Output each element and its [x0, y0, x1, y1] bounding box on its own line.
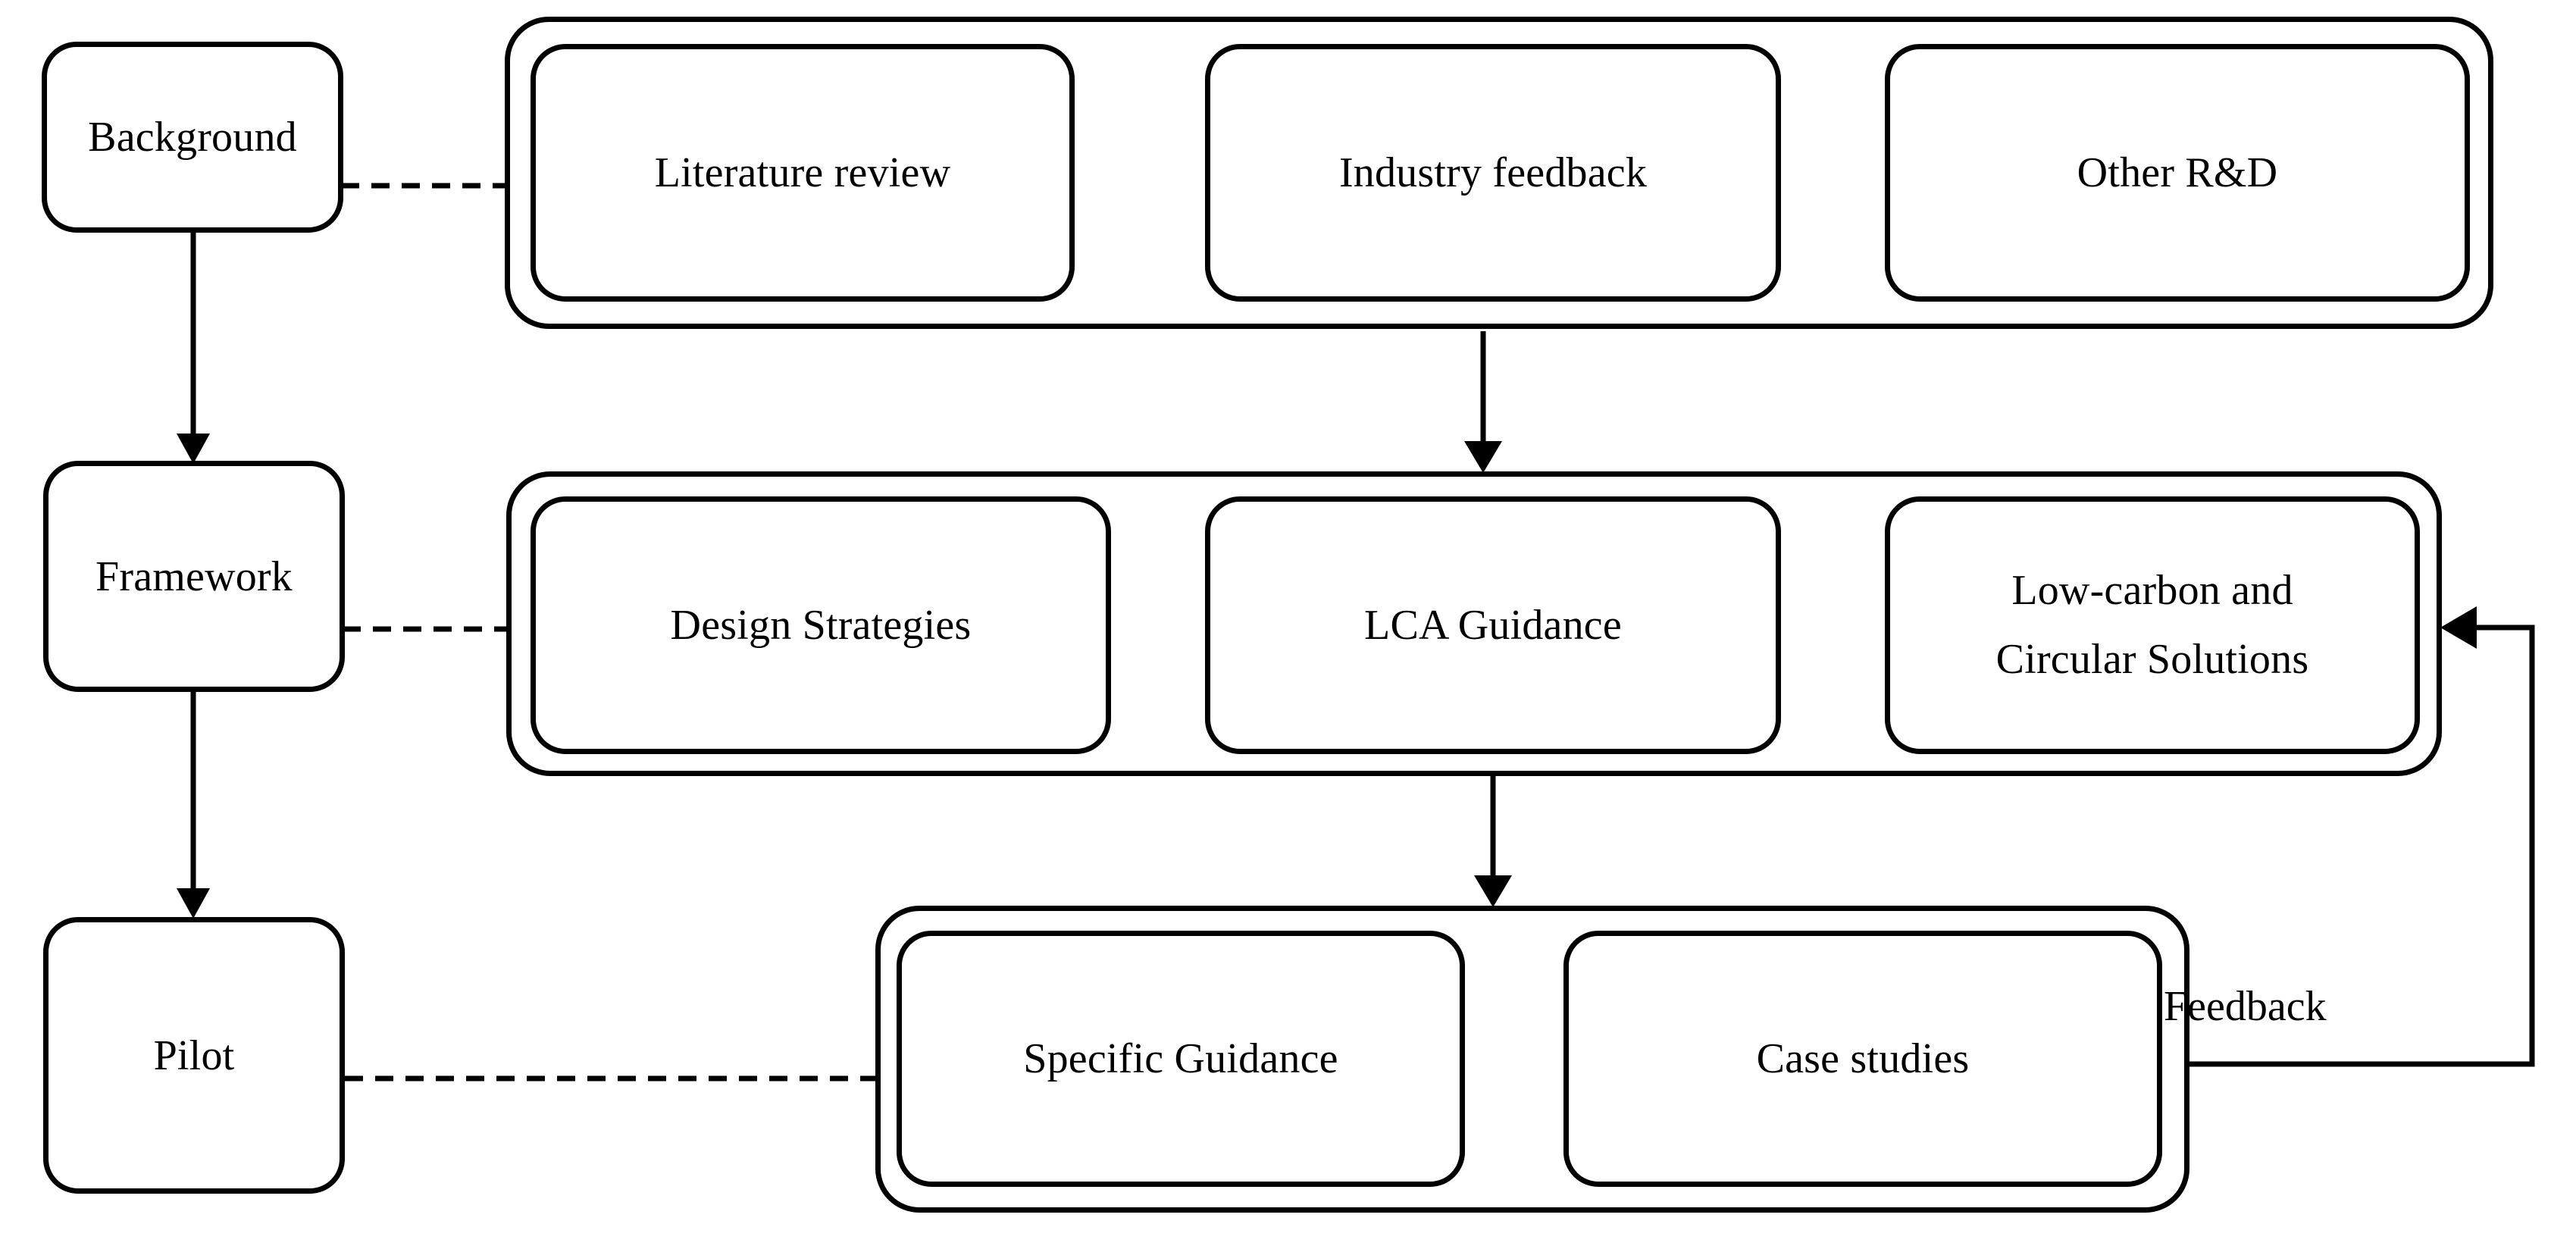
edge-label-feedback-text: Feedback — [2164, 983, 2327, 1030]
item-label-literature-review: Literature review — [654, 149, 951, 196]
item-label-lca-guidance: LCA Guidance — [1364, 602, 1622, 649]
stage-node-pilot[interactable]: Pilot — [43, 917, 345, 1194]
item-specific-guidance[interactable]: Specific Guidance — [897, 931, 1465, 1187]
stage-label-pilot: Pilot — [153, 1031, 235, 1079]
item-label-other-rnd: Other R&D — [2077, 149, 2278, 196]
item-label-case-studies: Case studies — [1756, 1035, 1970, 1082]
item-design-strategies[interactable]: Design Strategies — [531, 496, 1111, 754]
stage-node-background[interactable]: Background — [42, 42, 343, 233]
item-literature-review[interactable]: Literature review — [531, 44, 1075, 302]
connector-background-to-framework — [177, 231, 210, 464]
item-lca-guidance[interactable]: LCA Guidance — [1205, 496, 1781, 754]
connector-background-row-to-framework-row — [1464, 331, 1502, 473]
item-label-specific-guidance: Specific Guidance — [1023, 1035, 1338, 1082]
stage-node-framework[interactable]: Framework — [43, 461, 345, 692]
item-low-carbon-circular-solutions[interactable]: Low-carbon and Circular Solutions — [1885, 496, 2420, 754]
item-label-low-carbon-circular-solutions: Low-carbon and Circular Solutions — [1995, 567, 2309, 683]
connector-background-link — [341, 183, 505, 189]
item-other-rnd[interactable]: Other R&D — [1885, 44, 2470, 302]
edge-label-feedback: Feedback — [2164, 982, 2327, 1031]
stage-label-background: Background — [88, 114, 297, 161]
stage-label-framework: Framework — [95, 553, 293, 600]
item-label-design-strategies: Design Strategies — [670, 602, 972, 649]
item-industry-feedback[interactable]: Industry feedback — [1205, 44, 1781, 302]
connector-framework-row-to-pilot-row — [1474, 776, 1512, 907]
item-label-industry-feedback: Industry feedback — [1338, 149, 1648, 196]
item-case-studies[interactable]: Case studies — [1563, 931, 2162, 1187]
connector-framework-to-pilot — [177, 691, 210, 919]
